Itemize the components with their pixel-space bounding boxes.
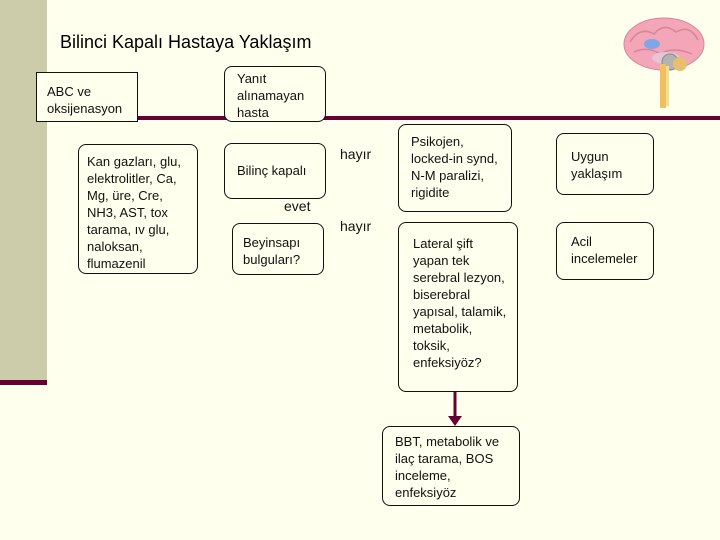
brainstem-findings-box: Beyinsapı bulguları? (232, 223, 324, 275)
unresponsive-patient-box: Yanıt alınamayan hasta (224, 66, 326, 122)
unconscious-box: Bilinç kapalı (224, 143, 326, 199)
psychogenic-text: Psikojen, locked-in synd, N-M paralizi, … (411, 133, 505, 201)
appropriate-approach-text: Uygun yaklaşım (571, 148, 647, 182)
unconscious-text: Bilinç kapalı (237, 162, 317, 179)
appropriate-approach-box: Uygun yaklaşım (556, 133, 654, 195)
bbt-text: BBT, metabolik ve ilaç tarama, BOS incel… (395, 433, 513, 501)
lab-tests-box: Kan gazları, glu, elektrolitler, Ca, Mg,… (78, 144, 198, 274)
psychogenic-box: Psikojen, locked-in synd, N-M paralizi, … (398, 124, 512, 212)
edge-label-yes: evet (284, 198, 310, 214)
abc-oxygenation-box: ABC ve oksijenasyon (36, 72, 138, 122)
bbt-box: BBT, metabolik ve ilaç tarama, BOS incel… (382, 426, 520, 506)
abc-oxygenation-text: ABC ve oksijenasyon (47, 83, 129, 117)
lateral-shift-box: Lateral şift yapan tek serebral lezyon, … (398, 222, 518, 392)
emergency-tests-text: Acil incelemeler (571, 233, 647, 267)
edge-label-no-1: hayır (340, 146, 371, 162)
lab-tests-text: Kan gazları, glu, elektrolitler, Ca, Mg,… (87, 153, 191, 272)
edge-label-no-2: hayır (340, 218, 371, 234)
lateral-shift-text: Lateral şift yapan tek serebral lezyon, … (413, 235, 511, 371)
unresponsive-patient-text: Yanıt alınamayan hasta (237, 70, 315, 121)
brainstem-findings-text: Beyinsapı bulguları? (243, 234, 317, 268)
emergency-tests-box: Acil incelemeler (556, 222, 654, 280)
